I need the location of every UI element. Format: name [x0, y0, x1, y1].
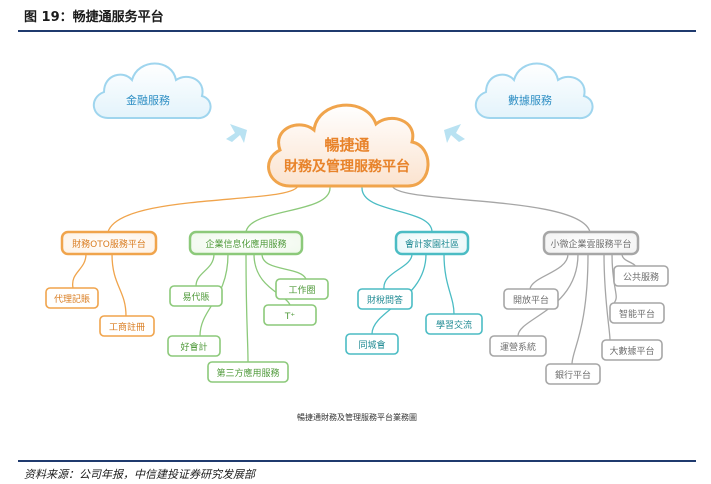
connector-app-gongzuoquan [261, 253, 307, 280]
leaf-intelligent-platform: 智能平台 [609, 302, 665, 324]
arrows [226, 124, 465, 143]
category-accounting-community-label: 會計家園社區 [405, 238, 459, 250]
connector-app-tplus [253, 253, 291, 306]
arrow-right-icon [444, 124, 465, 143]
category-accounting-community: 會計家園社區 [394, 230, 470, 256]
connector-cloud-bank [571, 253, 589, 365]
leaf-public-service: 公共服務 [613, 265, 669, 287]
connector-center-accounting-community [361, 187, 433, 233]
svg-text:運營系統: 運營系統 [500, 341, 536, 353]
svg-text:開放平台: 開放平台 [513, 294, 549, 306]
svg-text:T⁺: T⁺ [284, 312, 295, 322]
category-micro-cloud-label: 小微企業雲服務平台 [550, 238, 631, 250]
cloud-finance-label: 金融服務 [126, 93, 170, 107]
source-note: 资料来源：公司年报，中信建投证券研究发展部 [24, 468, 255, 481]
connector-app-third-party [245, 253, 249, 363]
connector-community-tax-qa [383, 253, 413, 290]
leaf-tax-qa: 財稅問答 [357, 288, 413, 310]
svg-text:工商註冊: 工商註冊 [109, 321, 145, 333]
diagram-caption: 暢捷通財務及管理服務平台業務圖 [297, 412, 417, 422]
leaf-bookkeeping-agent: 代理記賬 [45, 287, 99, 309]
category-enterprise-app-label: 企業信息化應用服務 [205, 238, 286, 250]
cloud-data-services: 數據服務 [475, 62, 594, 120]
svg-text:易代賬: 易代賬 [182, 292, 209, 303]
bottom-rule [18, 460, 696, 462]
leaf-open-platform: 開放平台 [503, 288, 559, 310]
leaf-haokuaiji: 好會計 [167, 335, 221, 357]
connector-center-enterprise-app [245, 187, 331, 233]
leaf-operation-system: 運營系統 [489, 335, 547, 357]
connector-cloud-intelligent [611, 253, 617, 304]
cloud-center-platform: 暢捷通 財務及管理服務平台 [267, 103, 430, 188]
svg-text:工作圈: 工作圈 [288, 284, 315, 296]
leaf-yidaizhang: 易代賬 [169, 285, 223, 307]
svg-text:財稅問答: 財稅問答 [367, 294, 403, 306]
leaf-tongchenghui: 同城會 [345, 333, 399, 355]
leaf-bigdata-platform: 大數據平台 [601, 339, 663, 361]
category-finance-oto-label: 財務OTO服務平台 [72, 238, 146, 250]
connector-app-yidaizhang [195, 253, 215, 287]
leaf-t-plus: T⁺ [263, 304, 317, 326]
connector-cloud-bigdata [603, 253, 611, 341]
svg-text:同城會: 同城會 [358, 339, 385, 351]
cloud-data-label: 數據服務 [508, 93, 552, 107]
svg-text:大數據平台: 大數據平台 [609, 345, 654, 357]
connector-center-finance-oto [107, 184, 299, 233]
svg-text:學習交流: 學習交流 [436, 319, 472, 331]
leaf-third-party: 第三方應用服務 [207, 361, 289, 383]
svg-text:銀行平台: 銀行平台 [555, 369, 591, 381]
category-micro-cloud: 小微企業雲服務平台 [542, 230, 640, 256]
svg-text:代理記賬: 代理記賬 [54, 293, 90, 305]
svg-text:好會計: 好會計 [180, 341, 207, 353]
leaf-gongzuoquan: 工作圈 [275, 278, 329, 300]
figure-title: 图 19：畅捷通服务平台 [24, 10, 164, 25]
center-title-line2: 財務及管理服務平台 [283, 158, 410, 175]
category-finance-oto: 財務OTO服務平台 [60, 230, 158, 256]
center-title-line1: 暢捷通 [324, 136, 369, 154]
category-enterprise-app: 企業信息化應用服務 [188, 230, 304, 256]
connector-oto-bookkeeping [72, 253, 87, 289]
connector-community-learning [443, 253, 455, 315]
connector-cloud-open-platform [529, 253, 569, 290]
svg-text:智能平台: 智能平台 [619, 308, 655, 320]
connector-center-micro-cloud [391, 184, 591, 233]
connector-oto-registration [111, 253, 127, 317]
leaf-learning: 學習交流 [425, 313, 483, 335]
svg-text:第三方應用服務: 第三方應用服務 [216, 367, 279, 379]
cloud-finance-services: 金融服務 [93, 62, 212, 120]
leaf-business-registration: 工商註冊 [99, 315, 155, 337]
leaf-bank-platform: 銀行平台 [545, 363, 601, 385]
title-rule [18, 30, 696, 32]
svg-text:公共服務: 公共服務 [623, 271, 659, 283]
arrow-left-icon [226, 124, 247, 143]
